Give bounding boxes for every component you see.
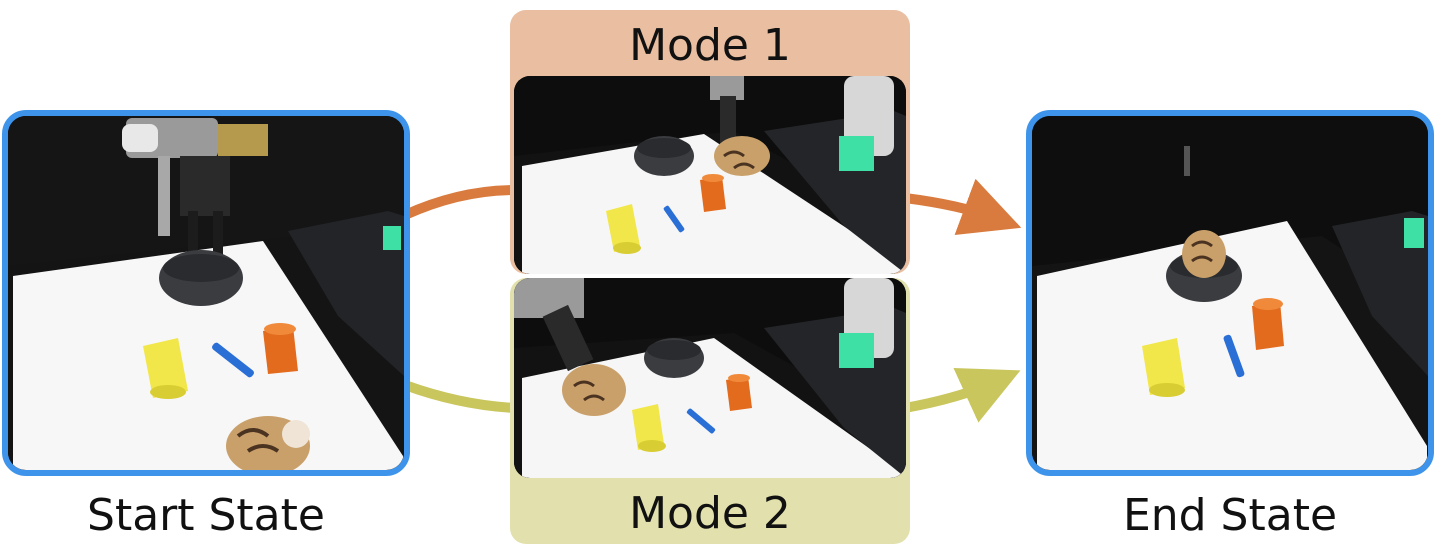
mode2-photo [514, 278, 906, 478]
start-state-label: Start State [87, 490, 325, 541]
end-state-label: End State [1122, 490, 1338, 541]
arrow-start-to-mode2 [403, 380, 516, 413]
start-state-frame [2, 110, 410, 476]
mode1-photo [514, 76, 906, 274]
end-state-frame [1026, 110, 1434, 476]
mode1-panel: Mode 1 [510, 10, 910, 274]
mode2-panel: Mode 2 [510, 278, 910, 544]
mode2-label: Mode 2 [629, 488, 791, 539]
arrow-mode2-to-end [904, 368, 1021, 423]
end-state-photo [1032, 116, 1428, 470]
arrow-start-to-mode1 [402, 185, 516, 220]
arrow-mode1-to-end [904, 178, 1022, 235]
start-state-photo [8, 116, 404, 470]
mode1-label: Mode 1 [629, 20, 791, 71]
